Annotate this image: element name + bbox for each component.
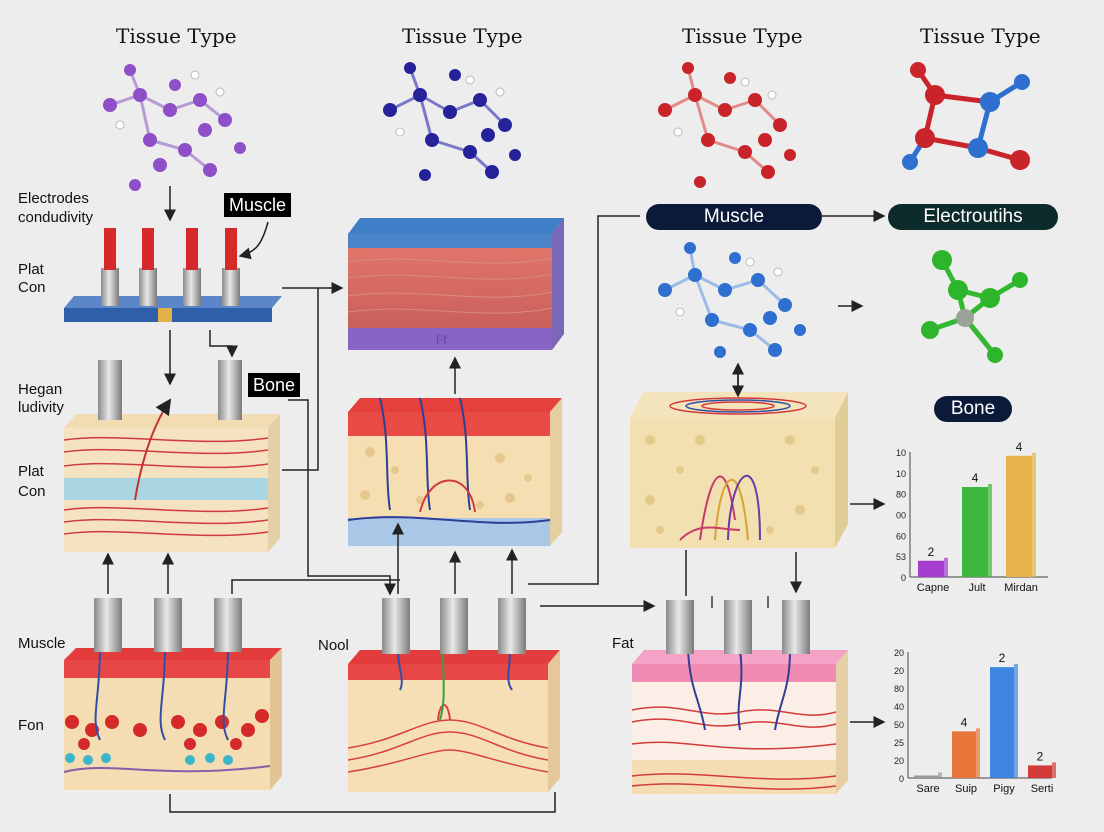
molecule-red (658, 62, 796, 188)
label-con-1: Con (18, 279, 46, 296)
label-muscle: Muscle (18, 635, 66, 652)
label-plat-1: Plat (18, 261, 44, 278)
bar (918, 560, 944, 577)
tick-label: 25 (894, 738, 904, 748)
tick-label: 60 (896, 531, 906, 541)
bar (1006, 455, 1032, 577)
bar (1028, 765, 1052, 778)
tissue-block-bone (630, 392, 848, 548)
tick-label: 80 (896, 490, 906, 500)
data-label: 2 (999, 651, 1006, 665)
label-ludivity: ludivity (18, 399, 64, 416)
tissue-block-center-bottom (347, 598, 560, 792)
label-fon: Fon (18, 717, 44, 734)
label-nool: Nool (318, 637, 349, 654)
bar-side (1032, 452, 1036, 577)
header-tissue-type-2: Tissue Type (402, 24, 523, 48)
tissue-block-left-bottom (63, 598, 282, 790)
block-mark: Ff (436, 333, 447, 347)
tick-label: 20 (894, 648, 904, 658)
data-label: 4 (961, 715, 968, 729)
tick-label: 10 (896, 448, 906, 458)
tick-label: 10 (896, 469, 906, 479)
tick-label: 20 (894, 666, 904, 676)
category-label: Sare (916, 783, 939, 795)
molecule-blue (658, 242, 806, 358)
tissue-block-center-middle (347, 397, 562, 546)
tissue-block-muscle: Ff (347, 218, 564, 350)
label-hegan: Hegan (18, 381, 63, 398)
header-tissue-type-4: Tissue Type (920, 24, 1041, 48)
molecule-navy (383, 62, 521, 181)
bar-side (1014, 664, 1018, 778)
category-label: Pigy (993, 783, 1015, 795)
data-label: 4 (1016, 440, 1023, 454)
tick-label: 0 (899, 774, 904, 784)
bar (990, 667, 1014, 778)
molecule-green (921, 250, 1028, 363)
molecule-purple (103, 64, 246, 191)
bar-side (988, 484, 992, 577)
bar-side (1052, 762, 1056, 778)
label-con-2: Con (18, 483, 46, 500)
header-tissue-type-3: Tissue Type (682, 24, 803, 48)
tick-label: 80 (894, 684, 904, 694)
tissue-block-left-middle (63, 360, 280, 552)
label-electrodes: Electrodes (18, 190, 89, 207)
tick-label: 0 (901, 573, 906, 583)
pill-electroutihs: Electroutihs (888, 204, 1058, 230)
molecule-red-blue (902, 62, 1030, 170)
pill-muscle: Muscle (646, 204, 822, 230)
tick-label: 00 (896, 511, 906, 521)
pill-bone: Bone (934, 396, 1012, 422)
tick-label: 50 (894, 720, 904, 730)
bar (962, 487, 988, 577)
bar (952, 731, 976, 778)
tick-label: 20 (894, 756, 904, 766)
category-label: Mirdan (1004, 582, 1038, 594)
bar-side (944, 557, 948, 577)
bar-side (938, 772, 942, 778)
tick-label: 40 (894, 702, 904, 712)
header-tissue-type-1: Tissue Type (116, 24, 237, 48)
electrode-strip (64, 228, 282, 322)
connector-lines (102, 186, 886, 813)
category-label: Suip (955, 783, 977, 795)
category-label: Jult (968, 582, 985, 594)
data-label: 2 (1037, 749, 1044, 763)
data-label: 4 (972, 471, 979, 485)
tissue-block-fat (631, 596, 848, 794)
bar-side (976, 728, 980, 778)
bar (914, 775, 938, 778)
label-plat-2: Plat (18, 463, 44, 480)
label-conductivity: condudivity (18, 209, 94, 226)
tag-muscle: Muscle (224, 193, 292, 217)
tag-bone: Bone (248, 373, 301, 397)
data-label: 2 (928, 545, 935, 559)
category-label: Serti (1031, 783, 1054, 795)
tick-label: 53 (896, 552, 906, 562)
label-fat: Fat (612, 635, 634, 652)
category-label: Capne (917, 582, 949, 594)
